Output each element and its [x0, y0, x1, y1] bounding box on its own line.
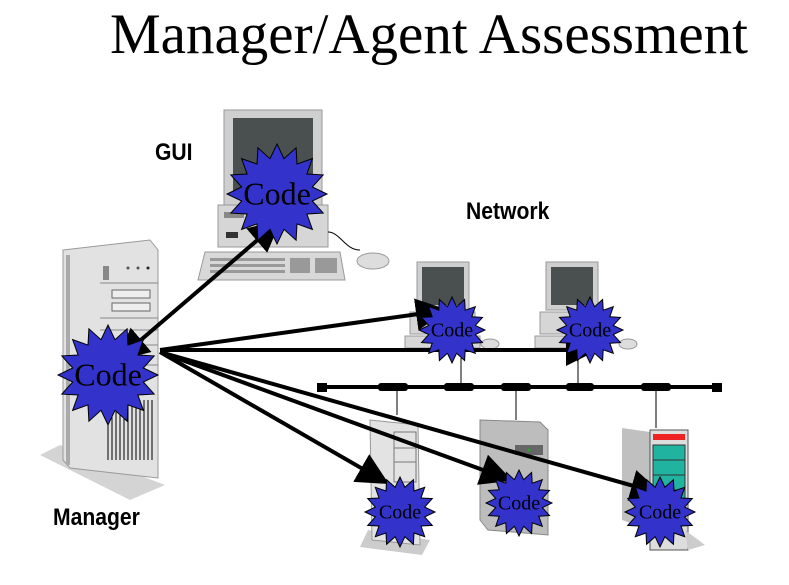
edge-manager-pc1: [159, 298, 448, 352]
server-1-code-badge: Code: [363, 475, 437, 549]
manager-label: Manager: [53, 504, 140, 531]
code-badge-label: Code: [569, 320, 611, 342]
server-2-code-badge: Code: [484, 468, 554, 538]
code-badge-label: Code: [379, 502, 421, 524]
server-3-code-badge: Code: [623, 475, 697, 549]
edge-manager-server3: [159, 350, 663, 501]
starburst-icon: [484, 468, 554, 538]
starburst-icon: [623, 475, 697, 549]
code-badge-label: Code: [639, 502, 681, 524]
manager-code-badge: Code: [56, 323, 160, 427]
starburst-icon: [225, 142, 329, 246]
code-badge-label: Code: [74, 357, 142, 393]
starburst-icon: [555, 295, 625, 365]
starburst-icon: [56, 323, 160, 427]
network-label: Network: [466, 198, 550, 225]
edge-manager-gui: [116, 219, 282, 361]
gui-code-badge: Code: [225, 142, 329, 246]
gui-label: GUI: [155, 139, 193, 166]
starburst-icon: [417, 295, 487, 365]
network-bus: [317, 358, 722, 428]
edges: [116, 219, 663, 501]
code-badge-label: Code: [431, 320, 473, 342]
network-pc-2-code-badge: Code: [555, 295, 625, 365]
code-badge-label: Code: [498, 493, 540, 515]
diagram-title: Manager/Agent Assessment: [110, 3, 748, 66]
network-pc-1-code-badge: Code: [417, 295, 487, 365]
edge-manager-server2: [159, 350, 513, 485]
code-badge-label: Code: [243, 176, 311, 212]
starburst-icon: [363, 475, 437, 549]
edge-manager-server1: [159, 350, 389, 484]
